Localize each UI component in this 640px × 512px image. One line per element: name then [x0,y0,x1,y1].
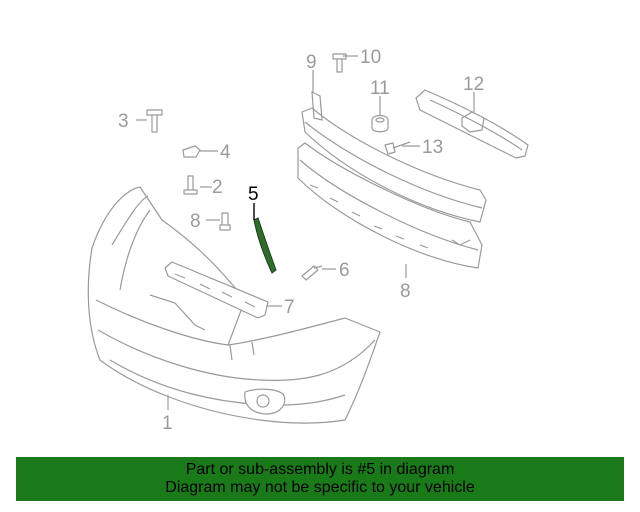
clip-part-4[interactable] [182,145,201,158]
bolt-part-2[interactable] [183,175,198,195]
bolt-part-10[interactable] [332,53,347,73]
callout-8-left: 8 [190,211,201,232]
callout-3: 3 [118,111,129,132]
energy-absorber-part[interactable] [301,90,487,223]
screw-part-6[interactable] [301,265,323,281]
screw-part-13[interactable] [384,141,411,155]
leader-lines [136,55,475,410]
absorber-bracket-part[interactable] [164,261,269,319]
upper-absorber-part[interactable] [415,89,529,159]
nut-part-11[interactable] [371,114,389,133]
callout-2: 2 [212,177,223,198]
callout-11: 11 [370,78,390,99]
bolt-part-3[interactable] [146,109,163,133]
callout-5: 5 [248,184,259,205]
banner-line-2: Diagram may not be specific to your vehi… [165,479,475,496]
callout-7: 7 [284,297,295,318]
callout-6: 6 [339,260,350,281]
callout-13: 13 [422,137,443,158]
callout-12: 12 [463,74,484,95]
pin-part-8[interactable] [219,212,231,231]
callout-8-right: 8 [400,281,411,302]
info-banner: Part or sub-assembly is #5 in diagram Di… [16,457,624,501]
callout-labels: 1 2 3 4 5 6 7 8 8 9 10 11 12 13 [118,47,484,434]
callout-4: 4 [220,142,231,163]
callout-9: 9 [306,52,317,73]
callout-1: 1 [162,413,173,434]
banner-line-1: Part or sub-assembly is #5 in diagram [185,461,455,478]
reinforcement-beam-part[interactable] [297,142,483,269]
highlighted-bracket-part-5[interactable] [253,217,277,274]
callout-10: 10 [360,47,381,68]
